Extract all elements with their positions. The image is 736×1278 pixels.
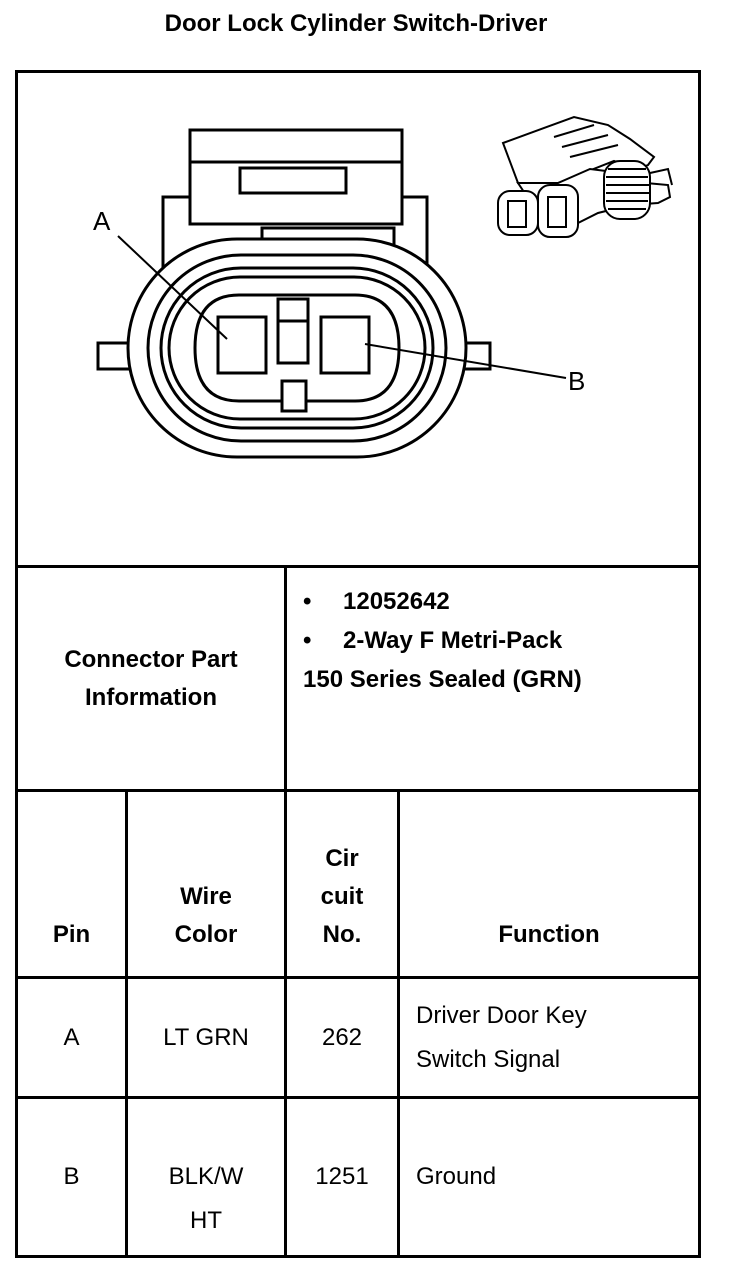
header-wire-color: Wire Color <box>128 792 284 976</box>
header-function-line: Function <box>498 921 600 948</box>
table-row-a-wire-color: LT GRN <box>128 979 284 1096</box>
table-row-b-circuit: 1251 <box>287 1099 397 1255</box>
table-row-a-pin: A <box>18 979 125 1096</box>
function-value: Switch Signal <box>416 1045 561 1073</box>
wire-color-value: LT GRN <box>163 1023 249 1051</box>
wire-color-value: BLK/W <box>168 1163 244 1190</box>
divider <box>397 789 400 1258</box>
table-row-a-circuit: 262 <box>287 979 397 1096</box>
header-pin-line: Pin <box>52 921 91 948</box>
divider <box>15 789 701 792</box>
connector-table <box>15 70 701 1258</box>
pin-value: A <box>63 1023 80 1051</box>
circuit-value: 262 <box>321 1023 363 1051</box>
header-function: Function <box>400 792 698 976</box>
table-row-b-pin: B <box>18 1099 125 1255</box>
divider <box>15 565 701 568</box>
function-value: Ground <box>416 1163 497 1190</box>
connector-info-label-line: Connector Part <box>64 645 238 673</box>
connector-type: 2-Way F Metri-Pack <box>343 627 563 654</box>
pin-b-callout: B <box>568 366 586 396</box>
wire-color-value: HT <box>190 1207 222 1234</box>
pin-a-callout: A <box>93 206 111 236</box>
table-row-a-function: Driver Door Key Switch Signal <box>400 979 698 1096</box>
connector-type-line: •2-Way F Metri-Pack <box>303 627 563 654</box>
header-circuit-line: Cir <box>325 845 359 872</box>
table-row-b-wire-color: BLK/W HT <box>128 1099 284 1255</box>
header-wire-color-line: Color <box>174 921 238 948</box>
connector-info-label: Connector Part Information <box>18 568 284 789</box>
circuit-value: 1251 <box>315 1163 369 1190</box>
header-pin: Pin <box>18 792 125 976</box>
page-title: Door Lock Cylinder Switch-Driver <box>164 10 548 37</box>
header-wire-color-line: Wire <box>180 883 232 910</box>
connector-face-drawing <box>96 115 673 459</box>
divider <box>284 565 287 1258</box>
table-row-b-function: Ground <box>400 1099 698 1255</box>
connector-info-label-line: Information <box>85 683 217 711</box>
header-circuit: Cir cuit No. <box>287 792 397 976</box>
connector-info-details: •12052642 •2-Way F Metri-Pack 150 Series… <box>287 582 698 782</box>
header-circuit-line: No. <box>322 921 362 948</box>
connector-diagram: A B <box>18 73 698 565</box>
function-value: Driver Door Key <box>416 1001 587 1029</box>
pin-value: B <box>63 1163 80 1190</box>
divider <box>15 976 701 979</box>
part-number-line: •12052642 <box>303 588 450 615</box>
header-circuit-line: cuit <box>320 883 364 910</box>
divider <box>15 1096 701 1099</box>
part-number: 12052642 <box>343 588 450 615</box>
connector-series: 150 Series Sealed (GRN) <box>303 666 582 693</box>
divider <box>125 789 128 1258</box>
